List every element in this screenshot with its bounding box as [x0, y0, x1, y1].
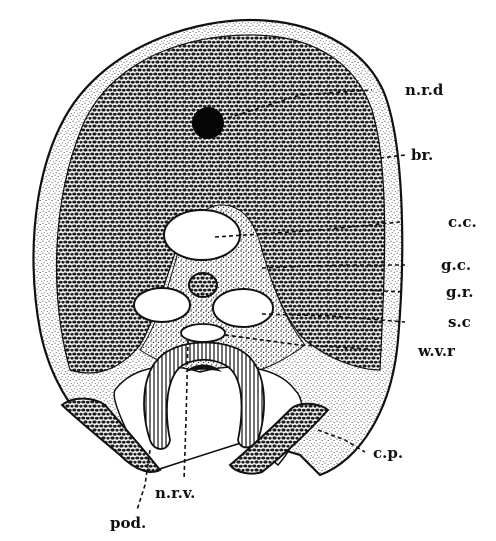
upper-chamber	[181, 324, 225, 342]
dark-nucleus-spot	[192, 107, 224, 139]
label-cc: c.c.	[448, 213, 477, 231]
label-nrd: n.r.d	[405, 81, 444, 99]
label-wvr: w.v.r	[417, 342, 456, 360]
nerve-ring-body	[189, 273, 217, 297]
label-nrv: n.r.v.	[155, 484, 195, 502]
label-br: br.	[411, 146, 433, 164]
label-cp: c.p.	[373, 444, 403, 462]
side-cavity-right	[213, 289, 273, 327]
label-gc: g.c.	[441, 256, 471, 274]
label-pod: pod.	[110, 514, 146, 532]
label-gr: g.r.	[446, 283, 473, 301]
label-sc: s.c	[448, 313, 471, 331]
cerebral-canal	[164, 210, 240, 260]
side-cavity-left	[134, 288, 190, 322]
